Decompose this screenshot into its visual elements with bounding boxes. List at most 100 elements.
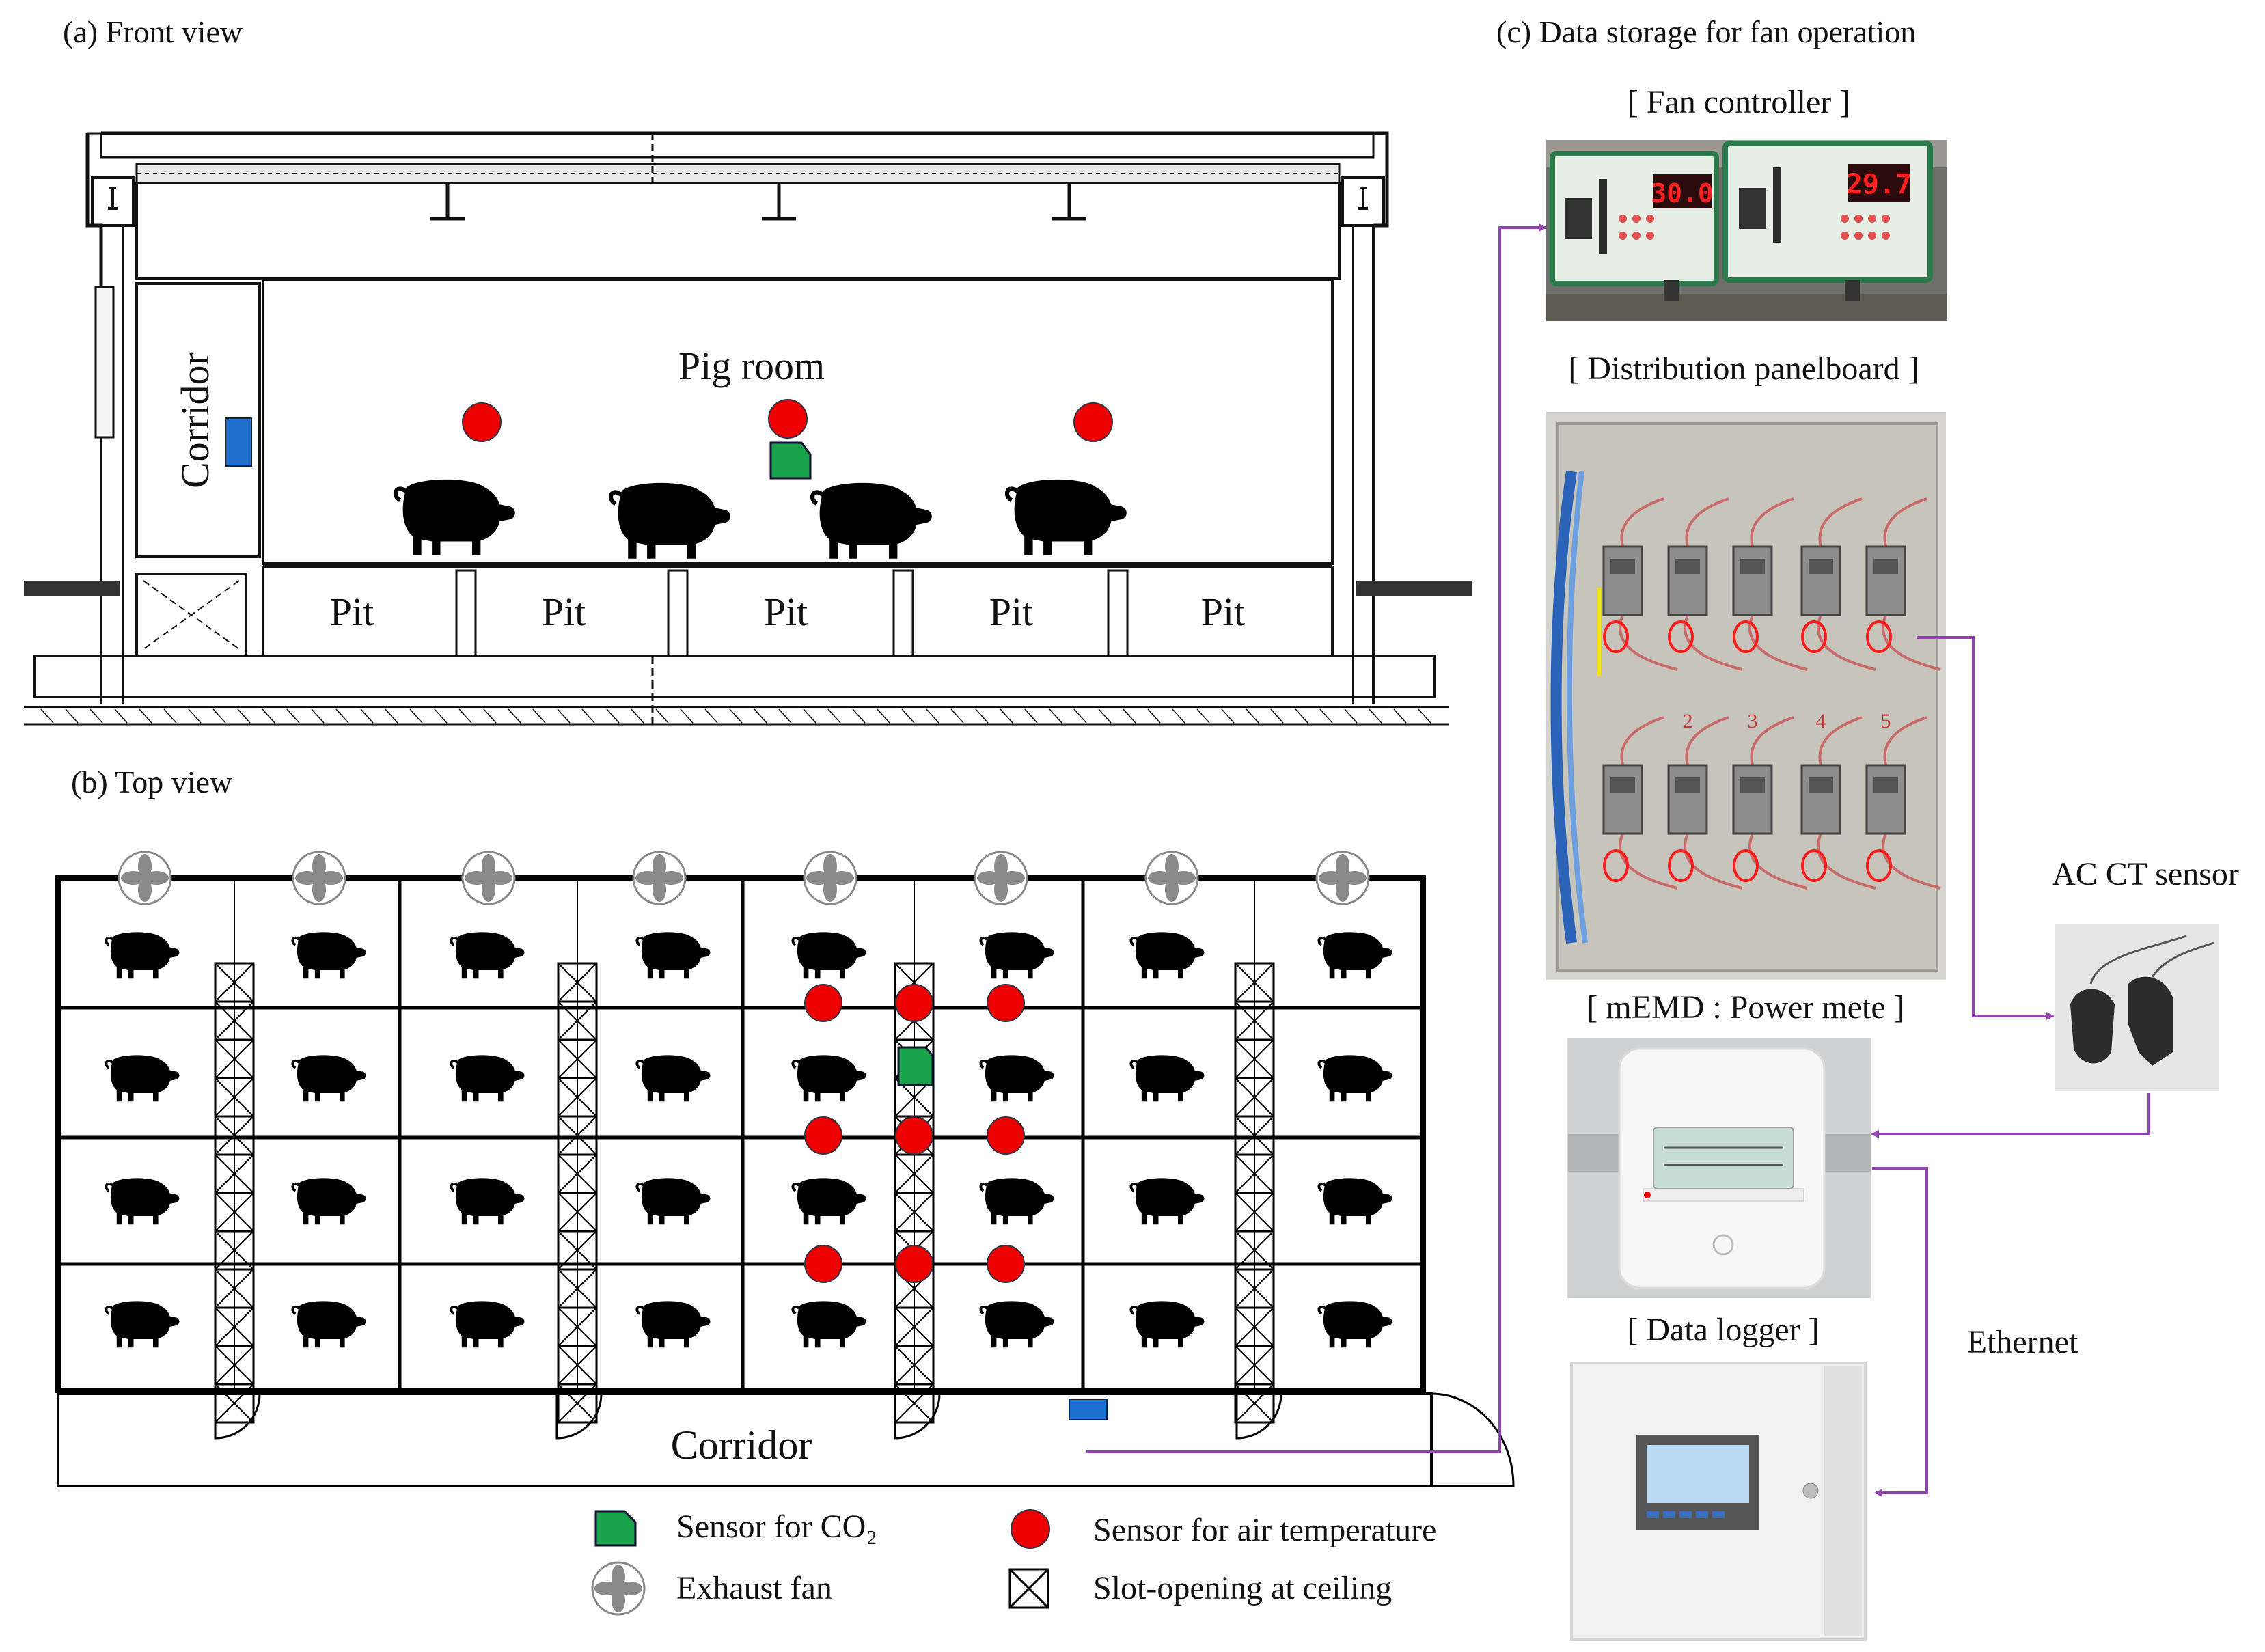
breaker-marker (1733, 620, 1759, 653)
connection-lines (1086, 223, 2150, 1497)
pig-icon (611, 483, 730, 559)
exhaust-fan-icon (974, 851, 1028, 905)
breaker-marker (1603, 620, 1629, 653)
front-view-title: (a) Front view (63, 14, 243, 49)
front-pigs (396, 480, 1127, 559)
power-meter-photo (1567, 1038, 1871, 1298)
pig-icon (105, 1299, 181, 1349)
pig-icon (396, 480, 515, 555)
legend-temperature-label: Sensor for air temperature (1093, 1512, 1436, 1548)
pig-icon (105, 1054, 181, 1103)
exhaust-fan-icon (1315, 851, 1370, 905)
legend-slot-icon (1008, 1568, 1049, 1609)
breaker-number: 2 (1683, 710, 1693, 732)
front-corridor-label: Corridor (173, 352, 217, 488)
distribution-panel-label: [ Distribution panelboard ] (1568, 350, 1919, 387)
pig-icon (291, 1054, 368, 1103)
pig-icon (1129, 931, 1206, 980)
pig-icon (105, 931, 181, 980)
pig-icon (635, 1299, 712, 1349)
legend-co2-label: Sensor for CO₂ (676, 1509, 877, 1545)
data-logger-photo (1570, 1362, 1867, 1641)
legend: Sensor for CO₂ Sensor for air temperatur… (591, 1509, 1436, 1616)
exhaust-fan-icon (292, 851, 346, 905)
top-temperature-sensor (895, 984, 933, 1022)
top-corridor-label: Corridor (671, 1422, 812, 1468)
front-temperature-sensor (1073, 402, 1113, 442)
pig-icon (1129, 1054, 1206, 1103)
top-corridor-sensor (1069, 1399, 1108, 1420)
data-logger-label: [ Data logger ] (1627, 1312, 1819, 1348)
pit-label: Pit (330, 590, 374, 634)
breaker-marker (1603, 849, 1629, 882)
pig-icon (1129, 1299, 1206, 1349)
pig-icon (979, 931, 1056, 980)
pig-icon (1007, 480, 1127, 555)
pig-icon (791, 1054, 868, 1103)
fan-controller-display-left: 30.0 (1651, 178, 1714, 208)
breaker-marker (1668, 849, 1694, 882)
top-view-drawing (55, 875, 1515, 1487)
pig-icon (812, 483, 932, 559)
top-pigs (105, 931, 1394, 1349)
data-storage-title: (c) Data storage for fan operation (1496, 14, 1916, 49)
front-temperature-sensor (462, 402, 502, 442)
top-temperature-sensor (804, 1245, 842, 1283)
pig-icon (450, 1176, 526, 1226)
breaker-marker (1668, 620, 1694, 653)
fan-controller-photo: 30.0 29.7 (1546, 140, 1947, 321)
pig-icon (635, 1054, 712, 1103)
pig-icon (291, 1299, 368, 1349)
pig-icon (1317, 1299, 1394, 1349)
front-view-drawing (24, 131, 1472, 726)
top-sensors (804, 984, 1025, 1283)
top-temperature-sensor (804, 1116, 842, 1155)
exhaust-fan-icon (1144, 851, 1199, 905)
pig-icon (291, 1176, 368, 1226)
front-temperature-sensor (768, 399, 808, 439)
pig-icon (450, 1054, 526, 1103)
pig-icon (791, 1176, 868, 1226)
breaker-marker (1866, 849, 1892, 882)
ct-sensor-photo (2055, 924, 2219, 1091)
pig-icon (635, 1176, 712, 1226)
top-view-title: (b) Top view (71, 765, 233, 799)
pig-icon (979, 1054, 1056, 1103)
pig-icon (105, 1176, 181, 1226)
pit-label: Pit (1201, 590, 1246, 634)
breaker-marker (1801, 620, 1827, 653)
pig-icon (450, 931, 526, 980)
legend-fan-label: Exhaust fan (676, 1570, 832, 1606)
ct-sensor-label: AC CT sensor (2052, 856, 2239, 892)
legend-slot-label: Slot-opening at ceiling (1093, 1570, 1392, 1606)
top-temperature-sensor (987, 1116, 1025, 1155)
pig-icon (1317, 1054, 1394, 1103)
power-meter-label: [ mEMD : Power mete ] (1587, 989, 1904, 1025)
pig-icon (635, 931, 712, 980)
pit-label: Pit (764, 590, 808, 634)
breaker-marker (1733, 849, 1759, 882)
exhaust-fan-icon (461, 851, 516, 905)
top-temperature-sensor (987, 1245, 1025, 1283)
pig-icon (979, 1176, 1056, 1226)
legend-fan-icon (591, 1561, 646, 1616)
top-temperature-sensor (895, 1245, 933, 1283)
pig-icon (979, 1299, 1056, 1349)
ethernet-label: Ethernet (1967, 1324, 2078, 1360)
pig-icon (291, 931, 368, 980)
pit-label: Pit (542, 590, 586, 634)
pig-icon (1129, 1176, 1206, 1226)
fan-controller-display-right: 29.7 (1846, 169, 1912, 200)
front-corridor-sensor (225, 417, 252, 467)
pig-icon (450, 1299, 526, 1349)
exhaust-fan-icon (118, 851, 172, 905)
breaker-number: 5 (1881, 710, 1891, 732)
pig-room-label: Pig room (678, 344, 825, 388)
pig-icon (791, 931, 868, 980)
breaker-marker (1866, 620, 1892, 653)
legend-temperature-icon (1011, 1509, 1050, 1549)
